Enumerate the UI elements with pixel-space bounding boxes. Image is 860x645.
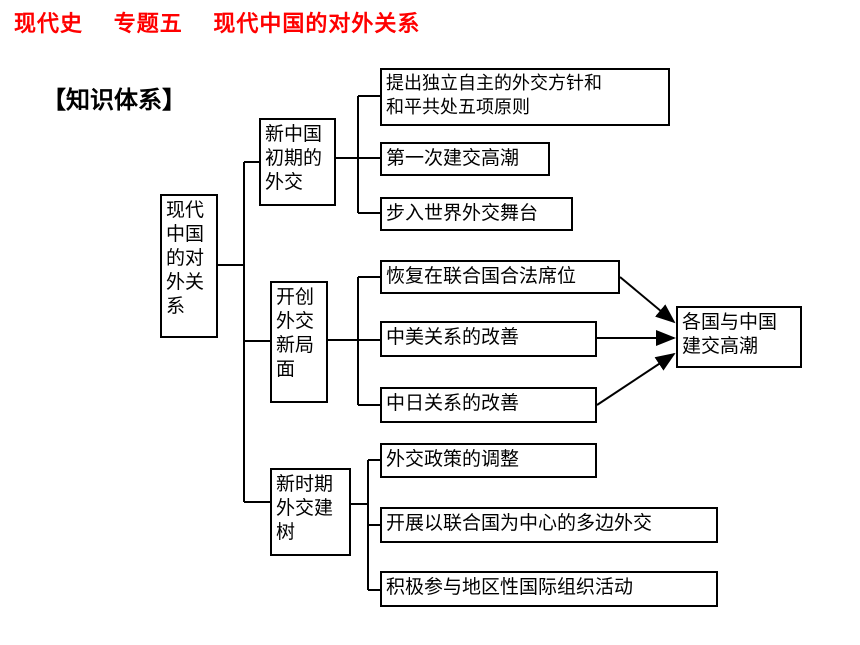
result-node-label: 各国与中国 建交高潮 <box>682 311 778 357</box>
section-heading: 【知识体系】 <box>42 86 186 114</box>
item-first-wave-label: 第一次建交高潮 <box>386 147 520 169</box>
branch-new-situation: 开创 外交 新局 面 <box>270 281 328 403</box>
item-sino-japan: 中日关系的改善 <box>380 387 597 423</box>
branch-early-diplomacy-label: 新中国 初期的 外交 <box>265 123 323 193</box>
item-multilateral: 开展以联合国为中心的多边外交 <box>380 507 718 543</box>
item-multilateral-label: 开展以联合国为中心的多边外交 <box>386 512 653 534</box>
item-un-seat-label: 恢复在联合国合法席位 <box>386 265 577 287</box>
result-node: 各国与中国 建交高潮 <box>676 306 802 368</box>
item-policy-adjust: 外交政策的调整 <box>380 443 597 478</box>
item-sino-us: 中美关系的改善 <box>380 321 597 357</box>
item-policy-adjust-label: 外交政策的调整 <box>386 448 520 470</box>
branch-early-diplomacy: 新中国 初期的 外交 <box>259 118 336 206</box>
item-world-stage: 步入世界外交舞台 <box>380 197 573 231</box>
item-world-stage-label: 步入世界外交舞台 <box>386 202 539 224</box>
branch-new-period-label: 新时期 外交建 树 <box>276 473 334 543</box>
root-node: 现代 中国 的对 外关 系 <box>160 194 218 338</box>
page-title: 现代史 专题五 现代中国的对外关系 <box>14 6 442 38</box>
title-part-1: 现代史 <box>14 12 84 37</box>
title-part-3: 现代中国的对外关系 <box>213 12 421 37</box>
item-sino-japan-label: 中日关系的改善 <box>386 392 520 414</box>
item-independent-policy: 提出独立自主的外交方针和 和平共处五项原则 <box>380 68 670 126</box>
item-independent-policy-label: 提出独立自主的外交方针和 和平共处五项原则 <box>386 73 602 118</box>
item-sino-us-label: 中美关系的改善 <box>386 326 520 348</box>
root-node-label: 现代 中国 的对 外关 系 <box>166 199 205 317</box>
branch-new-period: 新时期 外交建 树 <box>270 468 351 556</box>
item-un-seat: 恢复在联合国合法席位 <box>380 260 620 294</box>
item-regional-orgs-label: 积极参与地区性国际组织活动 <box>386 576 634 598</box>
item-first-wave: 第一次建交高潮 <box>380 142 550 176</box>
title-part-2: 专题五 <box>113 12 183 37</box>
item-regional-orgs: 积极参与地区性国际组织活动 <box>380 571 718 607</box>
branch-new-situation-label: 开创 外交 新局 面 <box>276 286 315 380</box>
